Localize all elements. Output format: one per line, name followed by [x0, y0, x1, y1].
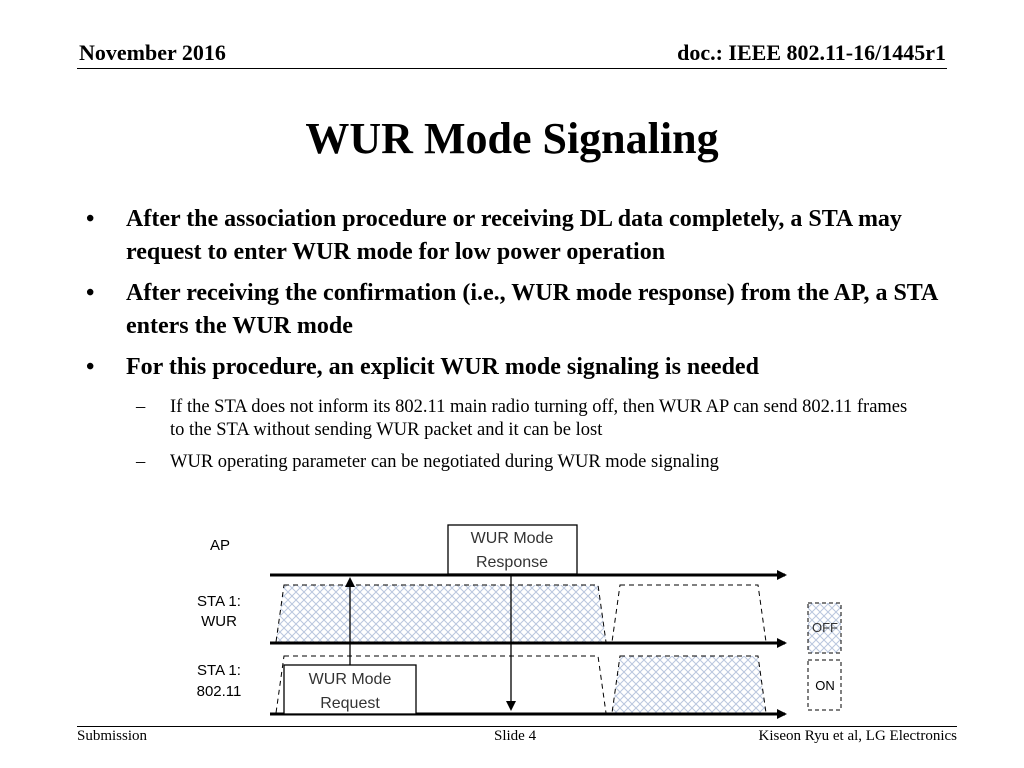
bullet-item: • After the association procedure or rec… — [86, 203, 956, 269]
header-date: November 2016 — [79, 40, 226, 65]
main-radio-on-region — [611, 655, 767, 714]
footer-author: Kiseon Ryu et al, LG Electronics — [758, 728, 957, 744]
bullet-item: • For this procedure, an explicit WUR mo… — [86, 351, 956, 384]
legend-on-label: ON — [815, 678, 835, 693]
sub-bullet-text: If the STA does not inform its 802.11 ma… — [170, 397, 908, 440]
dash-icon: – — [136, 452, 146, 472]
sub-bullet-item: – WUR operating parameter can be negotia… — [136, 451, 926, 474]
legend-off-swatch — [807, 602, 842, 654]
row-label-ap: AP — [210, 537, 230, 554]
wur-off-region — [611, 584, 767, 643]
bullet-item: • After receiving the confirmation (i.e.… — [86, 277, 956, 343]
row-label-sta-main-1: STA 1: — [197, 662, 241, 679]
header-doc-id: doc.: IEEE 802.11-16/1445r1 — [677, 40, 946, 65]
wur-on-region — [275, 584, 607, 643]
request-box-line1: WUR Mode — [309, 671, 392, 688]
response-box — [447, 524, 578, 575]
sub-bullet-list: – If the STA does not inform its 802.11 … — [136, 396, 926, 483]
footer-slide-number: Slide 4 — [494, 728, 537, 744]
bullet-dot-icon: • — [86, 354, 95, 380]
bullet-text: After the association procedure or recei… — [126, 206, 902, 265]
footer-submission: Submission — [77, 728, 148, 744]
wur-signaling-diagram: AP STA 1: WUR STA 1: 802.11 WUR Mode Res… — [197, 524, 842, 719]
bullet-text: After receiving the confirmation (i.e., … — [126, 280, 938, 339]
bullet-list: • After the association procedure or rec… — [86, 203, 956, 392]
response-box-line2: Response — [476, 554, 548, 571]
bullet-text: For this procedure, an explicit WUR mode… — [126, 354, 759, 380]
header-divider — [77, 68, 947, 69]
legend-on-swatch — [807, 659, 842, 711]
sub-bullet-text: WUR operating parameter can be negotiate… — [170, 452, 719, 472]
row-label-sta-main-2: 802.11 — [197, 683, 242, 700]
request-box-line2: Request — [320, 695, 380, 712]
bullet-dot-icon: • — [86, 280, 95, 306]
response-box-line1: WUR Mode — [471, 530, 554, 547]
row-label-sta-wur-1: STA 1: — [197, 593, 241, 610]
bullet-dot-icon: • — [86, 206, 95, 232]
row-label-sta-wur-2: WUR — [201, 613, 237, 630]
request-box — [283, 664, 417, 715]
sub-bullet-item: – If the STA does not inform its 802.11 … — [136, 396, 926, 442]
legend-off-label: OFF — [812, 620, 838, 635]
slide-title: WUR Mode Signaling — [305, 114, 719, 163]
footer-divider — [77, 726, 957, 727]
dash-icon: – — [136, 397, 146, 417]
